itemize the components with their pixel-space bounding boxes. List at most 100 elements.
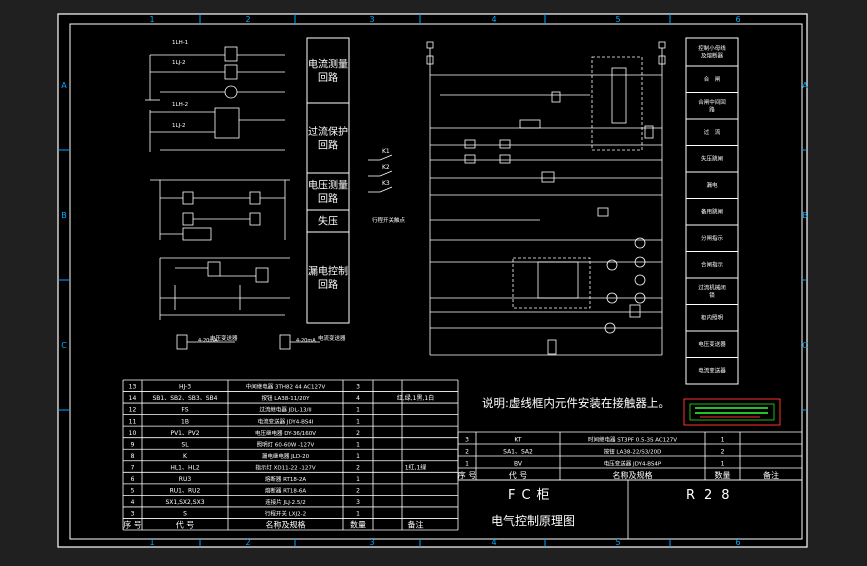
frame-row-label: A (802, 81, 808, 90)
left-bom-cell: 1 (356, 511, 360, 518)
left-bom-cell: 4 (131, 499, 135, 506)
left-bom-header: 数量 (350, 520, 366, 530)
inner-frame (69, 23, 803, 540)
right-circuit-label: 电压变送器 (698, 340, 726, 348)
frame-col-label: 4 (491, 538, 496, 547)
frame-col-label: 2 (245, 15, 250, 24)
zone-ticks (58, 14, 807, 547)
left-bom-cell: 漏电继电器 JLD-20 (262, 452, 310, 460)
right-bom-cell: BV (514, 460, 523, 467)
right-circuit-label: 分闸指示 (701, 234, 724, 242)
right-bom-header: 名称及规格 (613, 470, 653, 480)
left-bom-cell: 过流继电器 JDL-13/II (259, 406, 312, 414)
right-circuit-label: 电流变送器 (698, 367, 726, 375)
installation-note: 说明:虚线框内元件安装在接触器上。 (482, 396, 670, 410)
left-circuit-label: 电压测量回路 (308, 178, 348, 205)
left-bom-cell: HL1、HL2 (170, 464, 200, 471)
right-circuit-label: 过 流 (704, 128, 721, 136)
title-block-frame (458, 479, 802, 539)
control-circuit (426, 41, 666, 356)
right-circuit-label: 柜内照明 (701, 314, 724, 322)
left-bom-cell: 1 (356, 441, 360, 448)
drawing-title: 电气控制原理图 (491, 513, 575, 528)
frame-col-label: 1 (149, 538, 154, 547)
right-circuit-label: 过流机械闭锁 (698, 283, 726, 298)
left-bom-header: 代 号 (176, 520, 195, 530)
relay-tag: 1LJ-2 (172, 60, 185, 66)
k-switches (368, 154, 393, 193)
right-bom-cell: 1 (721, 436, 725, 443)
right-circuit-label: 备用跳闸 (701, 208, 723, 216)
frame-col-label: 6 (735, 538, 740, 547)
switch-tag: K2 (382, 164, 390, 171)
left-box-frame (306, 37, 350, 324)
frame-col-label: 6 (735, 15, 740, 24)
voltage-transducer-label: 电压变送器 (210, 334, 238, 342)
right-circuit-label: 合闸指示 (701, 261, 724, 269)
left-bom-cell: 11 (129, 418, 137, 425)
right-bom-cell: 1 (721, 460, 725, 467)
frame-col-label: 4 (491, 15, 496, 24)
frame-row-label: B (61, 211, 67, 220)
left-bom-cell: 5 (131, 488, 135, 495)
frame-row-label: C (61, 341, 67, 350)
right-circuit-label: 失压跳闸 (701, 155, 723, 163)
left-bom-cell: 1 (356, 418, 360, 425)
relay-tag: 1LH-2 (172, 102, 188, 108)
right-circuit-label: 合闸中间回路 (698, 98, 726, 113)
output-signal-label: 4-20mA (198, 338, 218, 344)
left-bom-header: 名称及规格 (266, 520, 306, 530)
left-bom-cell: 中间继电器 3TH82 44 AC127V (246, 383, 326, 391)
left-bom-header: 序 号 (123, 520, 142, 530)
left-bom-cell: 2 (356, 464, 360, 471)
relay-tag: 1LJ-2 (172, 123, 185, 129)
frame-row-label: B (802, 211, 808, 220)
left-bom-cell: 8 (131, 453, 135, 460)
frame-row-label: C (802, 341, 808, 350)
right-circuit-label: 控制小母线及熔断器 (698, 44, 726, 59)
right-bom-header: 代 号 (509, 470, 528, 480)
right-circuit-label: 合 闸 (704, 75, 721, 83)
left-bom-cell: 13 (129, 384, 137, 391)
right-bom-cell: 按钮 LA38-22/S3/20D (604, 447, 662, 455)
left-bom-cell: 电压继电器 DY-36/160V (255, 429, 316, 437)
right-bom-cell: 电压变送器 JDY4-BS4P (604, 459, 662, 467)
right-bom-cell: 1 (465, 460, 469, 467)
switch-tag: K1 (382, 148, 390, 155)
right-circuit-label: 漏电 (706, 181, 718, 189)
left-bom-cell: 熔断器 RT18-6A (265, 487, 307, 495)
left-bom-grid (122, 379, 459, 531)
right-bom-cell: SA1、SA2 (503, 448, 533, 455)
left-bom-cell: 2 (356, 430, 360, 437)
current-transducer-label: 电流变送器 (318, 334, 346, 342)
frame-col-label: 3 (369, 538, 374, 547)
left-circuit-label: 过流保护回路 (308, 125, 348, 152)
right-bom-cell: 2 (465, 448, 469, 455)
left-circuit-label: 漏电控制回路 (308, 264, 348, 291)
left-bom-cell: 10 (129, 430, 137, 437)
dashed-frames (512, 56, 643, 309)
left-bom-cell: 行程开关 LXJ2-2 (265, 510, 306, 518)
frame-col-label: 1 (149, 15, 154, 24)
left-bom-cell: 1 (356, 476, 360, 483)
left-bom-cell: PV1、PV2 (170, 430, 199, 437)
approval-stamp (683, 398, 781, 426)
frame-col-label: 3 (369, 15, 374, 24)
left-bom-cell: SL (181, 441, 189, 448)
left-bom-cell: 红,绿,1黑,1白 (397, 394, 434, 402)
left-bom-cell: 3 (356, 384, 360, 391)
left-bom-cell: RU1、RU2 (170, 488, 201, 495)
left-bom-cell: 3 (356, 499, 360, 506)
left-circuit-label: 电流测量回路 (308, 57, 348, 84)
right-box-frame (685, 37, 739, 385)
left-bom-cell: 1 (356, 407, 360, 414)
left-bom-cell: 熔断器 RT18-2A (265, 475, 307, 483)
left-bom-cell: RU3 (179, 476, 192, 483)
